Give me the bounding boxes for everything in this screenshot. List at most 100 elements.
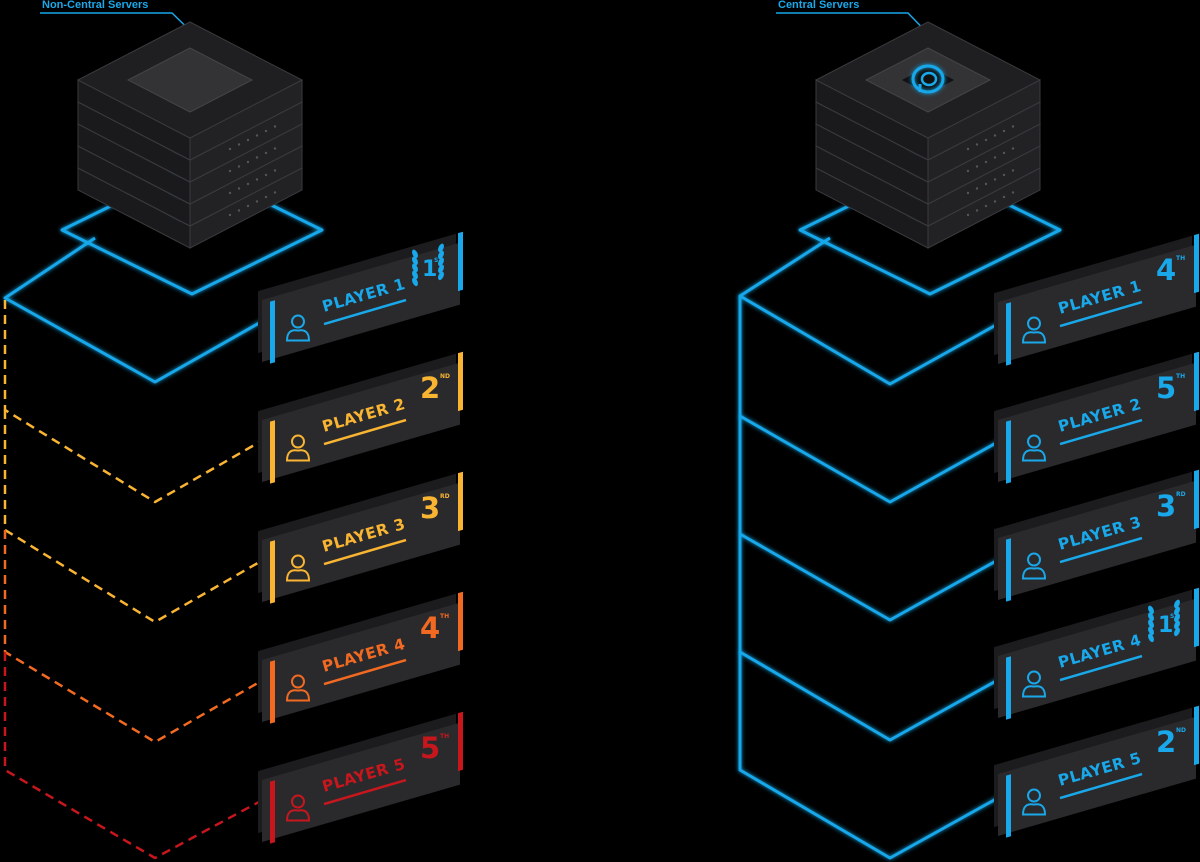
callout-label: Non-Central Servers xyxy=(42,0,148,11)
card-edge xyxy=(458,711,463,772)
dashed-link xyxy=(3,530,271,744)
rank-suffix: ND xyxy=(1176,727,1186,734)
user-icon xyxy=(285,314,311,342)
server-vent-dot xyxy=(984,160,988,164)
server-vent-dot xyxy=(966,169,970,173)
card-body xyxy=(998,480,1196,600)
card-accent-bar xyxy=(270,300,275,364)
card-body xyxy=(998,598,1196,718)
server-vent-dot xyxy=(273,125,277,128)
rank-number: 1 xyxy=(1158,613,1173,638)
card-accent-bar xyxy=(1006,774,1011,838)
card-body xyxy=(998,716,1196,836)
server-vent-dot xyxy=(975,143,979,146)
card-body xyxy=(262,482,460,602)
rank-number: 2 xyxy=(1156,725,1176,759)
server-vent-dot xyxy=(1011,147,1015,150)
server-vent-dot xyxy=(228,191,232,195)
server-vent-dot xyxy=(966,147,970,151)
server-vent-dot xyxy=(1002,129,1006,133)
solid-link xyxy=(738,236,1006,860)
server-vent-dot xyxy=(993,156,997,159)
card-body xyxy=(262,722,460,842)
server-top-panel xyxy=(126,47,254,113)
rank-suffix: TH xyxy=(440,613,449,620)
server-vent-dot xyxy=(975,209,979,212)
rank-number: 1 xyxy=(422,257,437,282)
server-vent-dot xyxy=(1002,195,1006,199)
user-icon xyxy=(1021,788,1047,816)
card-accent-bar xyxy=(1006,538,1011,602)
laurel-wreath-icon xyxy=(412,243,444,287)
dashed-link xyxy=(3,652,271,860)
card-body xyxy=(262,242,460,362)
card-accent-bar xyxy=(1006,656,1011,720)
server-vent-dot xyxy=(246,138,250,142)
rank-number: 2 xyxy=(420,371,440,405)
card-body xyxy=(998,362,1196,482)
card-body xyxy=(262,362,460,482)
server-vent-dot xyxy=(993,178,997,181)
server-vent-dot xyxy=(984,138,988,142)
server-vent-dot xyxy=(975,165,979,168)
server-stack-icon xyxy=(798,21,1062,296)
label-underline xyxy=(323,778,407,806)
card-edge xyxy=(1194,469,1199,530)
user-icon xyxy=(1021,670,1047,698)
card-edge xyxy=(458,471,463,532)
label-underline xyxy=(1059,418,1143,446)
dashed-link xyxy=(3,300,271,504)
solid-link xyxy=(739,294,1006,386)
server-vent-dot xyxy=(264,129,268,133)
solid-link xyxy=(739,650,1006,742)
brand-logo-icon xyxy=(902,64,954,94)
label-underline xyxy=(1059,654,1143,682)
server-vent-dot xyxy=(264,173,268,177)
rank-suffix: TH xyxy=(1176,255,1185,262)
card-accent-bar xyxy=(270,660,275,724)
card-accent-bar xyxy=(1006,302,1011,366)
server-vent-dot xyxy=(228,213,232,217)
dashed-link xyxy=(3,410,271,624)
card-accent-bar xyxy=(270,540,275,604)
rank-suffix: ST xyxy=(434,257,443,264)
server-vent-dot xyxy=(246,182,250,186)
label-underline xyxy=(1059,536,1143,564)
server-vent-dot xyxy=(273,191,277,194)
label-underline xyxy=(1059,772,1143,800)
rank-suffix: ST xyxy=(1170,613,1179,620)
server-vent-dot xyxy=(273,169,277,172)
card-edge xyxy=(1194,351,1199,412)
laurel-wreath-icon xyxy=(1148,599,1180,643)
solid-link xyxy=(739,414,1006,504)
server-vent-dot xyxy=(984,182,988,186)
server-vent-dot xyxy=(228,147,232,151)
server-vent-dot xyxy=(237,143,241,146)
card-body xyxy=(262,602,460,722)
user-icon xyxy=(285,794,311,822)
callout-label: Central Servers xyxy=(778,0,859,11)
server-vent-dot xyxy=(1011,169,1015,172)
rank-number: 4 xyxy=(420,611,440,645)
server-vent-dot xyxy=(1002,173,1006,177)
rank-number: 4 xyxy=(1156,253,1176,287)
rank-number: 5 xyxy=(1156,371,1176,405)
server-vent-dot xyxy=(228,169,232,173)
user-icon xyxy=(285,434,311,462)
server-vent-dot xyxy=(273,147,277,150)
